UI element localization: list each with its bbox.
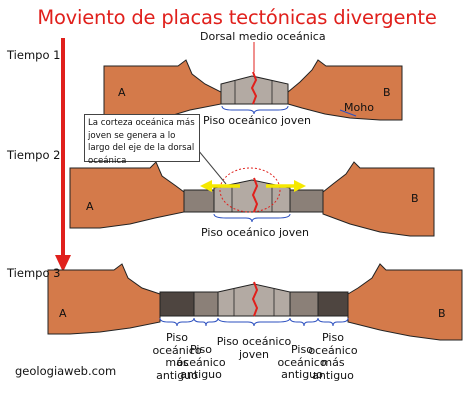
highlight-ellipse [219, 167, 281, 213]
floor-oldest-left-label: Piso oceánico más antiguo [148, 331, 206, 382]
floor-oldest-left-line3: más [165, 356, 189, 369]
floor-oldest-right-line2: oceánico [308, 343, 358, 357]
floor-oldest-left-line2: oceánico [152, 343, 202, 357]
mid-crust-right-stage3 [289, 291, 319, 317]
source-credit: geologiaweb.com [15, 364, 117, 378]
callout-box: La corteza oceánica más joven se genera … [84, 114, 200, 166]
plate-b-stage3 [347, 263, 463, 341]
floor-old-left-line3: antiguo [180, 368, 222, 381]
bracket-mid-left [193, 317, 219, 327]
moho-pointer [339, 109, 357, 117]
mid-crust-left-stage2 [183, 189, 215, 213]
floor-oldest-right-line3: más [321, 356, 345, 369]
diagram-title: Moviento de placas tectónicas divergente [37, 6, 437, 29]
young-floor-label-1: Piso oceánico joven [203, 114, 312, 127]
bracket-old-right [317, 317, 349, 327]
floor-old-right-line2: oceánico [277, 355, 327, 369]
time-arrow-head [55, 255, 71, 272]
bracket-old-left [159, 317, 195, 327]
spreading-arrow-left [200, 180, 240, 192]
plate-a-label-3: A [59, 307, 67, 320]
stage-label-3: Tiempo 3 [7, 266, 61, 280]
ridge-axis-stage3 [251, 281, 259, 317]
spreading-arrow-right [266, 180, 306, 192]
young-crust-stage2 [213, 179, 291, 213]
plate-b-stage2 [322, 161, 435, 237]
bracket-young [217, 317, 291, 327]
callout-leader [197, 149, 227, 185]
floor-young-line2: joven [238, 347, 270, 361]
floor-young-label-3: Piso oceánico joven [216, 335, 292, 361]
floor-oldest-left-line4: antiguo [156, 368, 198, 382]
stage-label-2: Tiempo 2 [7, 148, 61, 162]
floor-oldest-left-line1: Piso [166, 331, 188, 344]
floor-old-left-line1: Piso [190, 343, 212, 356]
stage-label-1: Tiempo 1 [7, 48, 61, 62]
plate-a-label-1: A [118, 86, 126, 99]
plate-b-label-3: B [438, 307, 446, 320]
floor-young-line1: Piso oceánico [216, 335, 292, 348]
plate-a-label-2: A [86, 200, 94, 213]
plate-a-stage3 [47, 263, 161, 335]
young-floor-label-2: Piso oceánico joven [201, 226, 310, 239]
floor-oldest-right-label: Piso oceánico más antiguo [303, 331, 363, 382]
ridge-axis-stage1 [250, 71, 258, 105]
floor-old-right-label: Piso oceánico antiguo [272, 343, 332, 382]
stage-2-diagram [69, 149, 435, 237]
old-crust-left-stage3 [159, 291, 195, 317]
mid-crust-right-stage2 [289, 189, 324, 213]
old-crust-right-stage3 [317, 291, 349, 317]
bracket-mid-right [289, 317, 319, 327]
plate-b-label-1: B [383, 86, 391, 99]
mid-crust-left-stage3 [193, 291, 219, 317]
young-crust-stage1 [220, 75, 289, 105]
plate-b-label-2: B [411, 192, 419, 205]
ridge-label: Dorsal medio oceánica [200, 30, 326, 43]
floor-oldest-right-line1: Piso [322, 331, 344, 344]
young-floor-bracket-stage1 [221, 105, 289, 115]
floor-old-left-label: Piso oceánico antiguo [172, 343, 230, 382]
moho-label: Moho [344, 101, 374, 114]
ridge-axis-stage2 [251, 177, 259, 213]
stage-3-diagram [47, 263, 463, 341]
stage-1-diagram [103, 42, 403, 121]
floor-oldest-right-line4: antiguo [312, 368, 354, 382]
floor-old-right-line3: antiguo [281, 368, 323, 381]
plate-a-stage2 [69, 161, 185, 229]
floor-old-left-line2: oceánico [176, 355, 226, 369]
plate-b-stage1 [287, 59, 403, 121]
young-floor-bracket-stage2 [213, 213, 291, 223]
floor-old-right-line1: Piso [291, 343, 313, 356]
